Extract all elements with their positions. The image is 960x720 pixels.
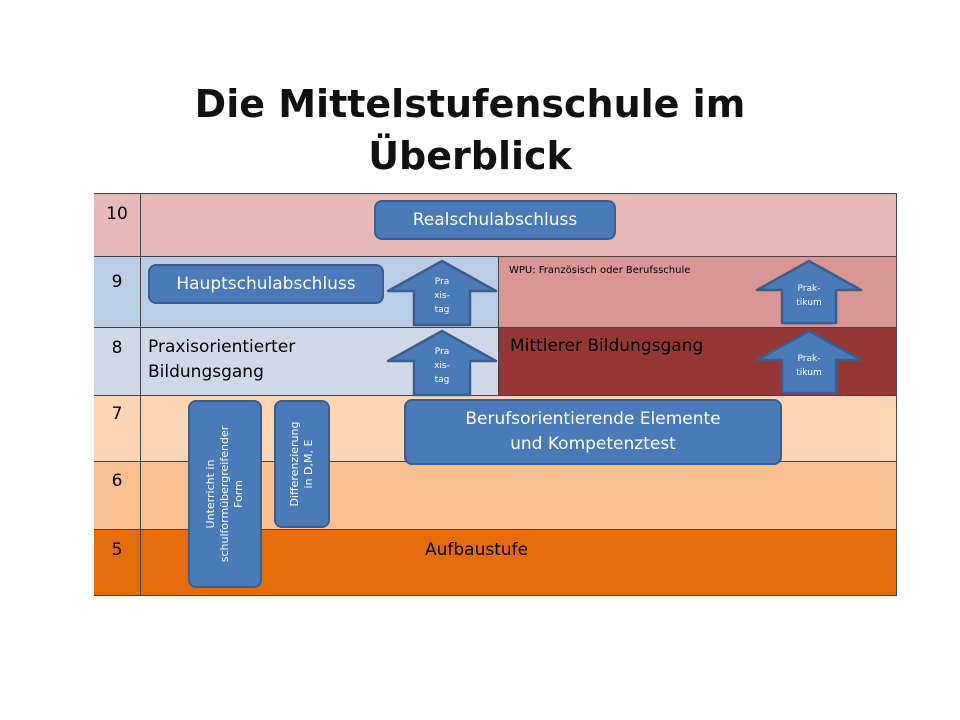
realschulabschluss-text: Realschulabschluss xyxy=(412,210,578,230)
hauptschulabschluss-label: Hauptschulabschluss xyxy=(148,264,384,304)
title-line-1: Die Mittelstufenschule im xyxy=(194,82,746,126)
praktikum-arrow-row8: Prak- tikum xyxy=(755,329,863,395)
differenzierung-label: Differenzierung in D,M, E xyxy=(274,400,330,528)
praxistag-line-1: Pra xyxy=(434,347,450,357)
aufbaustufe-label: Aufbaustufe xyxy=(425,540,529,560)
unterricht-label: Unterricht in schulformübergreifender Fo… xyxy=(188,400,262,588)
grid-line-6-5 xyxy=(94,529,897,530)
praxistag-arrow-row8: Pra xis- tag xyxy=(386,329,498,397)
up-arrow-icon xyxy=(755,329,863,395)
grade-8: 8 xyxy=(111,338,123,358)
up-arrow-icon xyxy=(386,329,498,397)
up-arrow-icon xyxy=(386,259,498,327)
unterricht-line-3: Form xyxy=(232,480,245,508)
praktikum-line-1: Prak- xyxy=(797,354,821,364)
praktikum-arrow-row9: Prak- tikum xyxy=(755,259,863,325)
hauptschulabschluss-text: Hauptschulabschluss xyxy=(176,274,356,294)
grid-line-track-divider xyxy=(498,256,499,395)
praxis-track-line-1: Praxisorientierter xyxy=(148,337,296,357)
grid-line-9-8 xyxy=(94,327,897,328)
differenzierung-line-1: Differenzierung xyxy=(288,421,301,507)
praktikum-line-2: tikum xyxy=(796,368,822,378)
wpu-note: WPU: Französisch oder Berufsschule xyxy=(509,265,691,276)
praxistag-line-1: Pra xyxy=(434,277,450,287)
differenzierung-line-2: in D,M, E xyxy=(302,439,315,489)
grade-10: 10 xyxy=(106,204,128,224)
title-line-2: Überblick xyxy=(368,134,572,178)
praxistag-line-3: tag xyxy=(434,305,450,315)
grade-7: 7 xyxy=(111,404,123,424)
praktikum-text-row9: Prak- tikum xyxy=(755,282,863,310)
praktikum-text-row8: Prak- tikum xyxy=(755,352,863,380)
page-title: Die Mittelstufenschule im Überblick xyxy=(140,78,800,182)
praxistag-line-3: tag xyxy=(434,375,450,385)
praxis-track-line-2: Bildungsgang xyxy=(148,362,264,382)
praxistag-arrow-row9: Pra xis- tag xyxy=(386,259,498,327)
unterricht-text: Unterricht in schulformübergreifender Fo… xyxy=(204,426,246,562)
grade-6: 6 xyxy=(111,471,123,491)
grid-line-top xyxy=(94,193,897,194)
realschulabschluss-label: Realschulabschluss xyxy=(374,200,616,240)
mittlerer-track-label: Mittlerer Bildungsgang xyxy=(510,336,704,356)
grade-5: 5 xyxy=(111,540,123,560)
grade-9: 9 xyxy=(111,272,123,292)
unterricht-line-1: Unterricht in xyxy=(204,459,217,529)
berufsorientierende-line-2: und Kompetenztest xyxy=(510,434,676,454)
berufsorientierende-label: Berufsorientierende Elemente und Kompete… xyxy=(404,399,782,465)
grid-line-grade-column xyxy=(140,193,141,596)
differenzierung-text: Differenzierung in D,M, E xyxy=(288,422,316,507)
praxistag-text-row9: Pra xis- tag xyxy=(386,275,498,317)
praxistag-line-2: xis- xyxy=(434,361,450,371)
grid-line-bottom xyxy=(94,595,897,596)
grid-line-right xyxy=(896,193,897,596)
unterricht-line-2: schulformübergreifender xyxy=(218,425,231,563)
praxistag-line-2: xis- xyxy=(434,291,450,301)
praktikum-line-2: tikum xyxy=(796,298,822,308)
grid-line-8-7 xyxy=(94,395,897,396)
praktikum-line-1: Prak- xyxy=(797,284,821,294)
grid-line-10-9 xyxy=(94,256,897,257)
berufsorientierende-line-1: Berufsorientierende Elemente xyxy=(465,409,721,429)
up-arrow-icon xyxy=(755,259,863,325)
praxistag-text-row8: Pra xis- tag xyxy=(386,345,498,387)
praxis-track-label: Praxisorientierter Bildungsgang xyxy=(148,335,295,385)
